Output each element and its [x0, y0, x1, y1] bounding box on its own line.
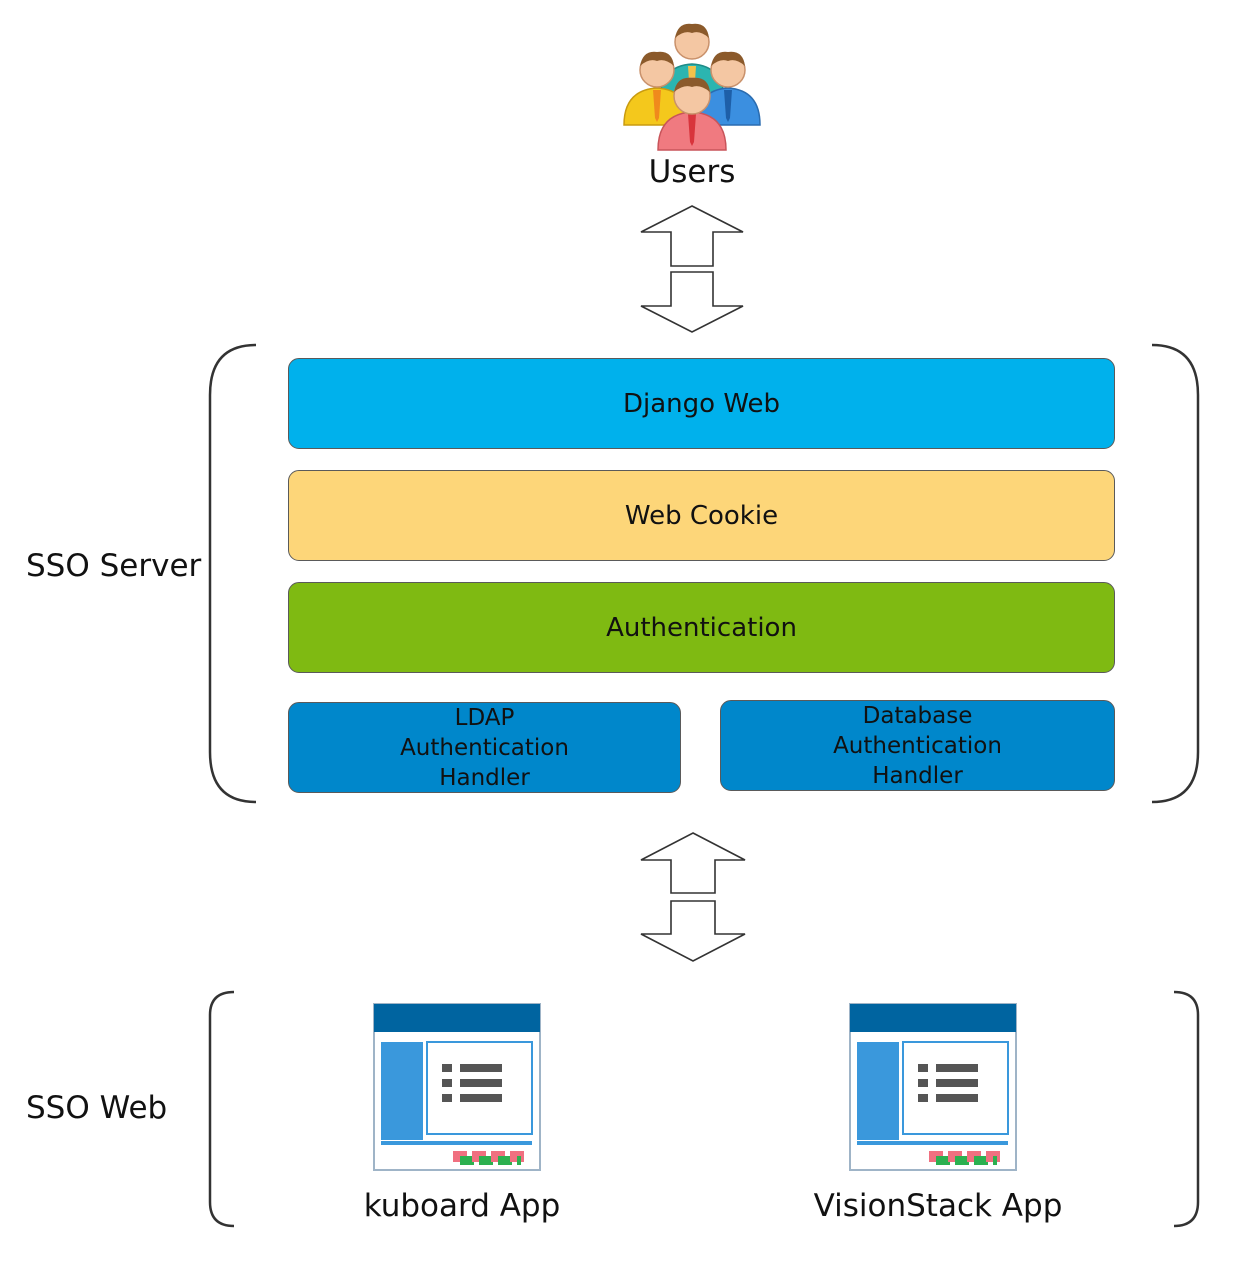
users-server-double-arrow: [640, 205, 744, 333]
sso-web-label: SSO Web: [26, 1090, 168, 1126]
sso-server-right-bracket: [1151, 343, 1200, 804]
web-app-window-icon: [849, 1003, 1017, 1171]
database-handler-line2: Authentication: [833, 732, 1002, 759]
sso-web-left-bracket: [208, 990, 235, 1228]
sso-server-label: SSO Server: [26, 548, 202, 584]
sso-server-left-bracket: [208, 343, 257, 804]
users-group-icon: [623, 23, 761, 151]
web-cookie-label: Web Cookie: [624, 500, 779, 531]
authentication-label: Authentication: [606, 612, 797, 643]
database-authentication-handler: Database Authentication Handler: [720, 700, 1115, 791]
server-web-double-arrow: [640, 832, 746, 962]
django-web-label: Django Web: [622, 388, 780, 419]
ldap-handler-line2: Authentication: [400, 734, 569, 761]
visionstack-app-label: VisionStack App: [813, 1188, 1063, 1224]
authentication-layer: Authentication: [288, 582, 1115, 673]
database-handler-line1: Database: [862, 702, 973, 729]
sso-web-right-bracket: [1173, 990, 1200, 1228]
database-handler-line3: Handler: [872, 762, 963, 789]
users-label: Users: [648, 154, 736, 190]
kuboard-app-label: kuboard App: [363, 1188, 561, 1224]
django-web-layer: Django Web: [288, 358, 1115, 449]
web-cookie-layer: Web Cookie: [288, 470, 1115, 561]
ldap-authentication-handler: LDAP Authentication Handler: [288, 702, 681, 793]
ldap-handler-line3: Handler: [439, 764, 530, 791]
ldap-handler-line1: LDAP: [454, 704, 515, 731]
web-app-window-icon: [373, 1003, 541, 1171]
